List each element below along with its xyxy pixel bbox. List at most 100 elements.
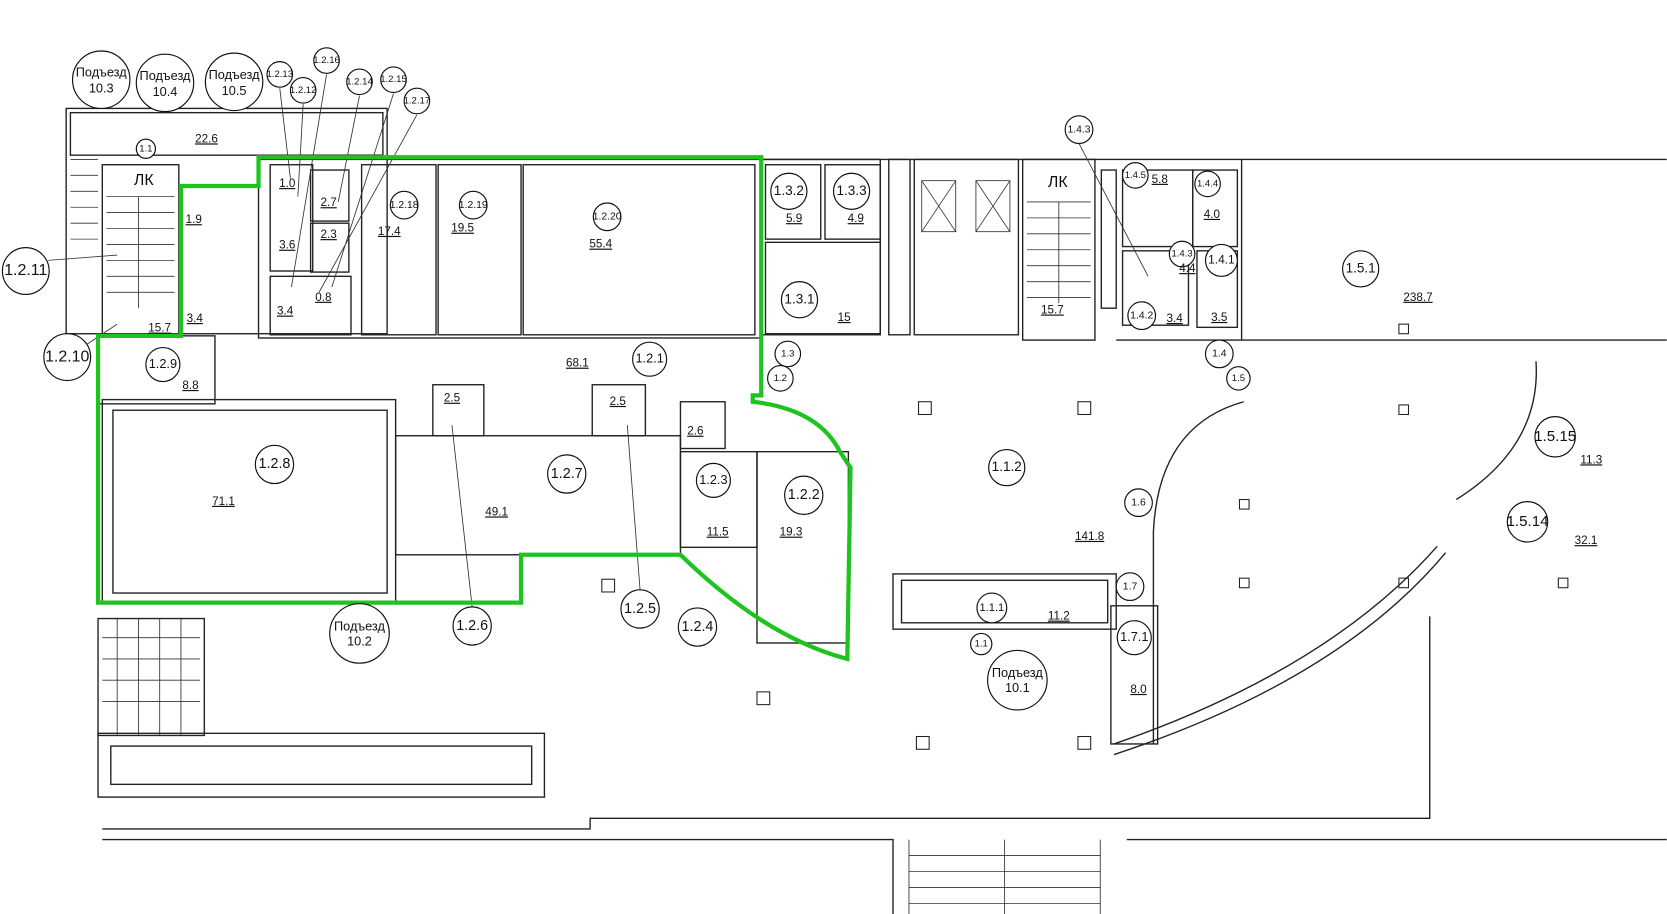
room-area: 3.4 (277, 305, 294, 318)
room-marker: 1.5.14 (1506, 501, 1549, 543)
room-area: 68.1 (566, 357, 589, 370)
room-marker: 1.2.11 (1, 247, 50, 295)
room-area: 2.7 (321, 196, 337, 209)
room-area: 141.8 (1075, 530, 1104, 543)
room-area: 5.9 (786, 212, 802, 225)
room-id: 1.5 (1232, 373, 1245, 384)
room-area: 3.5 (1211, 311, 1228, 324)
room-area: 17.4 (378, 225, 401, 238)
room-id: 1.4 (1212, 349, 1227, 360)
room-marker: 1.2.6 (452, 606, 492, 646)
svg-text:10.4: 10.4 (153, 84, 178, 99)
room-id: 1.3.2 (774, 183, 804, 198)
room-area: 11.5 (707, 526, 729, 539)
room-marker: 1.2.15 (380, 66, 407, 94)
room-id: 1.2.8 (259, 456, 291, 472)
room-id: 1.2.18 (390, 200, 419, 211)
room-id: 1.2.13 (267, 69, 294, 80)
room-id: 1.2.6 (456, 618, 488, 634)
room-marker: 1.2.19 (459, 190, 488, 220)
room-marker: 1.4.5 (1121, 162, 1149, 189)
room-id: 1.2.11 (4, 262, 47, 279)
room-id: 1.2 (774, 373, 787, 384)
room-marker: 1.4 (1204, 339, 1234, 369)
room-id: 1.2.14 (346, 76, 373, 87)
room-id: 1.2.5 (624, 601, 656, 617)
room-marker: 1.5 (1226, 366, 1251, 391)
room-marker: 1.1 (970, 632, 993, 656)
room-id: 1.2.7 (551, 466, 583, 482)
room-id: 1.2.16 (313, 55, 340, 66)
room-area: 2.5 (444, 392, 461, 405)
room-id: 1.4.2 (1130, 310, 1153, 321)
room-area: 8.0 (1130, 683, 1147, 696)
room-id: 1.6 (1131, 497, 1146, 508)
room-marker: 1.5.1 (1341, 250, 1380, 288)
room-marker: 1.2.2 (784, 475, 824, 515)
room-marker: 1.2.5 (620, 589, 660, 629)
room-marker: 1.4.3 (1168, 240, 1196, 268)
room-marker: 1.3.1 (780, 281, 819, 319)
room-area: 2.5 (610, 395, 627, 408)
svg-text:Подъезд: Подъезд (140, 68, 191, 83)
room-marker: 1.2.13 (266, 61, 294, 88)
room-marker: 1.2.17 (403, 87, 431, 115)
room-area: 19.5 (451, 222, 474, 235)
room-marker: 1.2 (767, 365, 794, 392)
room-id: 1.3.1 (784, 291, 814, 306)
room-area: 4.0 (1204, 208, 1221, 221)
room-id: 1.3 (781, 348, 794, 359)
room-marker: 1.2.18 (390, 190, 419, 220)
room-id: 1.2.17 (404, 95, 431, 106)
room-marker: 1.2.12 (289, 76, 317, 104)
svg-text:10.3: 10.3 (89, 81, 114, 96)
room-marker: 1.1.1 (976, 592, 1008, 624)
room-id: 1.2.19 (459, 200, 488, 211)
room-id: 1.4.4 (1197, 178, 1219, 189)
room-marker: 1.6 (1124, 488, 1153, 518)
room-marker: 1.2.1 (632, 341, 668, 377)
room-id: 1.7.1 (1120, 629, 1148, 644)
stair-label: ЛК (134, 172, 154, 189)
room-id: 1.5.14 (1506, 513, 1548, 530)
room-area: 71.1 (212, 495, 235, 508)
room-area: 22.6 (195, 132, 218, 145)
room-marker: 1.2.8 (254, 444, 295, 485)
room-id: 1.2.20 (593, 212, 622, 223)
room-id: 1.1 (975, 639, 988, 650)
room-marker: 1.4.4 (1194, 170, 1221, 198)
room-marker: 1.2.7 (547, 454, 587, 494)
room-area: 2.3 (321, 228, 337, 241)
room-id: 1.2.3 (699, 472, 727, 487)
room-area: 3.6 (279, 239, 295, 252)
room-area: 15.7 (1041, 304, 1064, 317)
room-id: 1.4.3 (1171, 249, 1192, 260)
stair-label: ЛК (1048, 174, 1068, 191)
svg-text:Подъезд: Подъезд (992, 665, 1043, 680)
room-marker: 1.1.2 (988, 448, 1026, 487)
room-id: 1.2.9 (149, 356, 177, 371)
room-marker: 1.2.9 (145, 346, 181, 383)
svg-text:10.5: 10.5 (222, 83, 247, 98)
room-area: 32.1 (1575, 534, 1598, 547)
svg-text:Подъезд: Подъезд (209, 67, 260, 82)
room-marker: 1.4.2 (1127, 301, 1157, 331)
room-id: 1.5.1 (1346, 260, 1376, 275)
room-area: 1.9 (186, 213, 202, 226)
selected-premises-outline[interactable] (95, 155, 853, 662)
room-area: 3.4 (187, 312, 204, 325)
room-id: 1.2.4 (682, 619, 714, 635)
room-area: 2.6 (687, 425, 703, 438)
room-marker: 1.2.16 (313, 47, 340, 74)
room-marker: 1.2.20 (593, 202, 622, 232)
room-marker: 1.2.14 (346, 68, 373, 96)
room-marker: 1.5.15 (1534, 416, 1576, 458)
room-area: 55.4 (589, 238, 612, 251)
room-id: 1.7 (1123, 581, 1138, 592)
